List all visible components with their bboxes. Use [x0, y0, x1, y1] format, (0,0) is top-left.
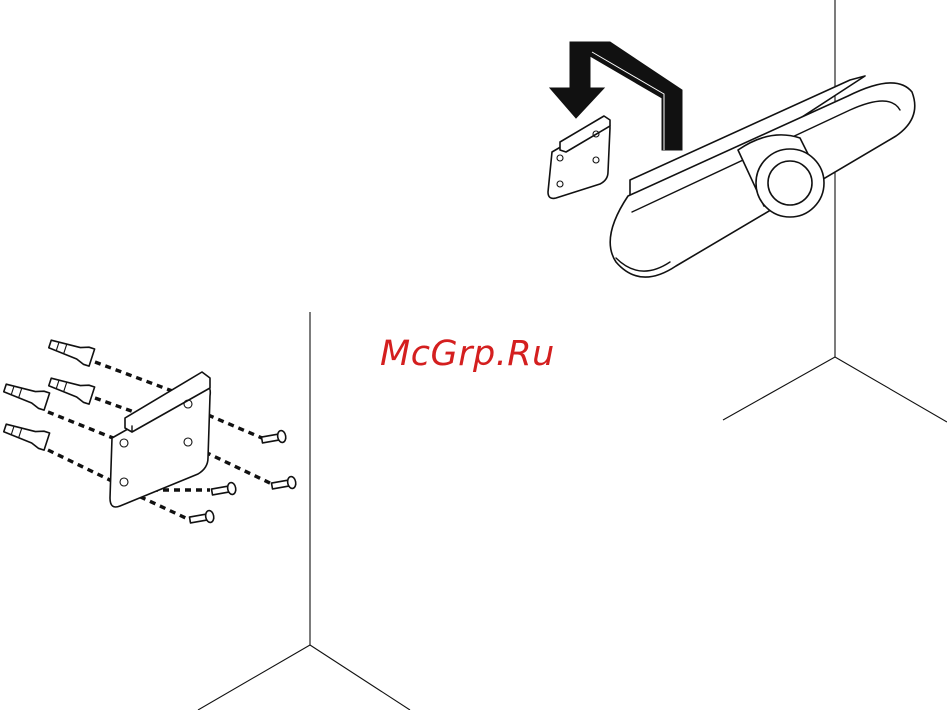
mounting-plate-icon: [110, 372, 210, 507]
screw-icon: [189, 510, 215, 526]
mounting-plate-icon: [548, 116, 610, 198]
wall-anchor-icon: [47, 335, 94, 366]
wall-anchor-icon: [2, 419, 49, 450]
watermark-text: McGrp.Ru: [380, 334, 555, 374]
wall-corner-left: [198, 312, 410, 710]
wall-anchor-icon: [2, 379, 49, 410]
screw-icon: [271, 476, 297, 492]
screw-icon: [261, 430, 287, 446]
screw-icon: [211, 482, 237, 498]
down-arrow-icon: [550, 42, 682, 150]
camera-bar-icon: [610, 76, 915, 277]
wall-anchor-icon: [47, 373, 94, 404]
